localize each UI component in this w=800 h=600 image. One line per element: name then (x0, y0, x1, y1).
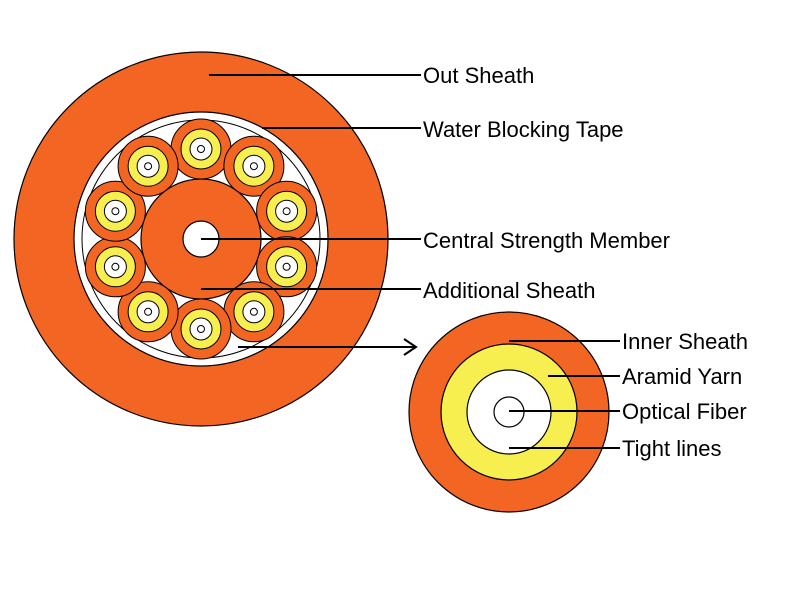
subunit-fiber (249, 307, 258, 316)
subunit (256, 236, 318, 298)
subunit-fiber (144, 162, 153, 171)
aramid-yarn-label: Aramid Yarn (622, 364, 742, 389)
subunit-detail (408, 311, 610, 513)
central-strength-member-label: Central Strength Member (423, 228, 670, 253)
out-sheath-label: Out Sheath (423, 63, 534, 88)
detail-arrow (238, 338, 418, 356)
subunit-fiber (111, 262, 120, 271)
subunit (117, 281, 179, 343)
subunit-group (84, 118, 318, 360)
subunit (117, 135, 179, 197)
subunit-fiber (197, 145, 205, 153)
inner-sheath-label: Inner Sheath (622, 329, 748, 354)
subunit-fiber (111, 207, 120, 216)
tight-lines-label: Tight lines (622, 436, 721, 461)
subunit (223, 135, 285, 197)
subunit-fiber (282, 262, 291, 271)
subunit-fiber (197, 325, 205, 333)
subunit (84, 180, 146, 242)
subunit (256, 180, 318, 242)
subunit-fiber (249, 162, 258, 171)
subunit-fiber (144, 307, 153, 316)
subunit (170, 118, 232, 180)
additional-sheath-label: Additional Sheath (423, 278, 595, 303)
water-blocking-tape-label: Water Blocking Tape (423, 117, 624, 142)
subunit (223, 281, 285, 343)
subunit (170, 298, 232, 360)
subunit (84, 236, 146, 298)
subunit-fiber (282, 207, 291, 216)
optical-fiber-label: Optical Fiber (622, 399, 747, 424)
